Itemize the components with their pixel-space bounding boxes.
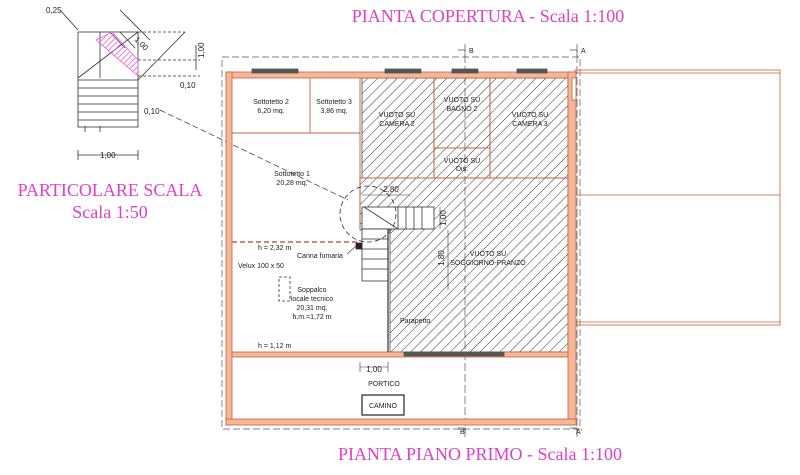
adjacent-roof (574, 69, 781, 326)
dim-180: 1,80 (437, 250, 446, 266)
detail-title: PARTICOLARE SCALA (18, 180, 203, 200)
void-camera-2-line2: CAMERA 2 (379, 121, 415, 128)
dim-280: 2,80 (383, 185, 399, 194)
section-b-bottom: B' (460, 429, 466, 436)
void-camera-2-line1: VUOTO SU (379, 112, 415, 119)
room-sottotetto-3-name: Sottotetto 3 (316, 99, 352, 106)
partitions (232, 78, 568, 243)
velux-window (278, 276, 291, 302)
room-sottotetto-3-area: 3,86 mq. (320, 108, 347, 115)
note-velux: Velux 100 x 50 (238, 263, 284, 270)
detail-dim-010-b: 0,10 (144, 107, 160, 116)
bottom-title: PIANTA PIANO PRIMO - Scala 1:100 (338, 444, 622, 464)
void-dis-line2: Dis. (456, 166, 468, 173)
top-title: PIANTA COPERTURA - Scala 1:100 (352, 6, 624, 26)
note-h112: h = 1,12 m (258, 343, 291, 350)
note-parapetto: Parapetto (400, 318, 430, 325)
room-sottotetto-2-name: Sottotetto 2 (253, 99, 289, 106)
detail-dim-100-right: 1,00 (197, 42, 206, 58)
void-bagno-2-line2: BAGNO 2 (446, 106, 477, 113)
void-camera-3-line2: CAMERA 3 (512, 121, 548, 128)
room-sottotetto-2-area: 6,20 mq. (257, 108, 284, 115)
stair-detail (59, 9, 200, 160)
void-soggiorno-line1: VUOTO SU (470, 251, 506, 258)
void-bagno-2-line1: VUOTO SU (444, 97, 480, 104)
void-camera-3-line1: VUOTO SU (512, 112, 548, 119)
camino-box (361, 394, 405, 416)
section-a-top: A (581, 48, 586, 55)
soppalco-line3: 20,31 mq. (296, 305, 327, 312)
room-sottotetto-1-area: 20,28 mq. (276, 180, 307, 187)
detail-dim-010-a: 0,10 (180, 81, 196, 90)
note-h232: h = 2,32 m (258, 245, 291, 252)
soppalco-line1: Soppalco (297, 287, 326, 294)
void-dis-line1: VUOTO SU (444, 158, 480, 165)
plan-stair (339, 185, 435, 352)
walls (225, 68, 577, 426)
section-a-bottom: A' (576, 429, 582, 436)
room-camino: CAMINO (369, 403, 398, 410)
void-soggiorno-line2: SOGGIORNO-PRANZO (450, 260, 526, 267)
room-portico: PORTICO (368, 381, 400, 388)
dim-100-vertical: 1,00 (439, 210, 448, 226)
dim-100-bottom: 1,00 (366, 365, 382, 374)
detail-scale: Scala 1:50 (72, 202, 147, 222)
section-b-top: B (469, 48, 474, 55)
detail-leader-line (159, 109, 349, 201)
plan-dimension-lines (346, 194, 449, 372)
soppalco-line4: h.m.=1,72 m (292, 314, 331, 321)
detail-dim-025: 0,25 (46, 6, 62, 15)
room-sottotetto-1-name: Sottotetto 1 (274, 171, 310, 178)
note-canna-fumaria: Canna fumaria (297, 253, 343, 260)
detail-dim-100-bottom: 1,00 (100, 151, 116, 160)
soppalco-line2: locale tecnico (291, 296, 334, 303)
